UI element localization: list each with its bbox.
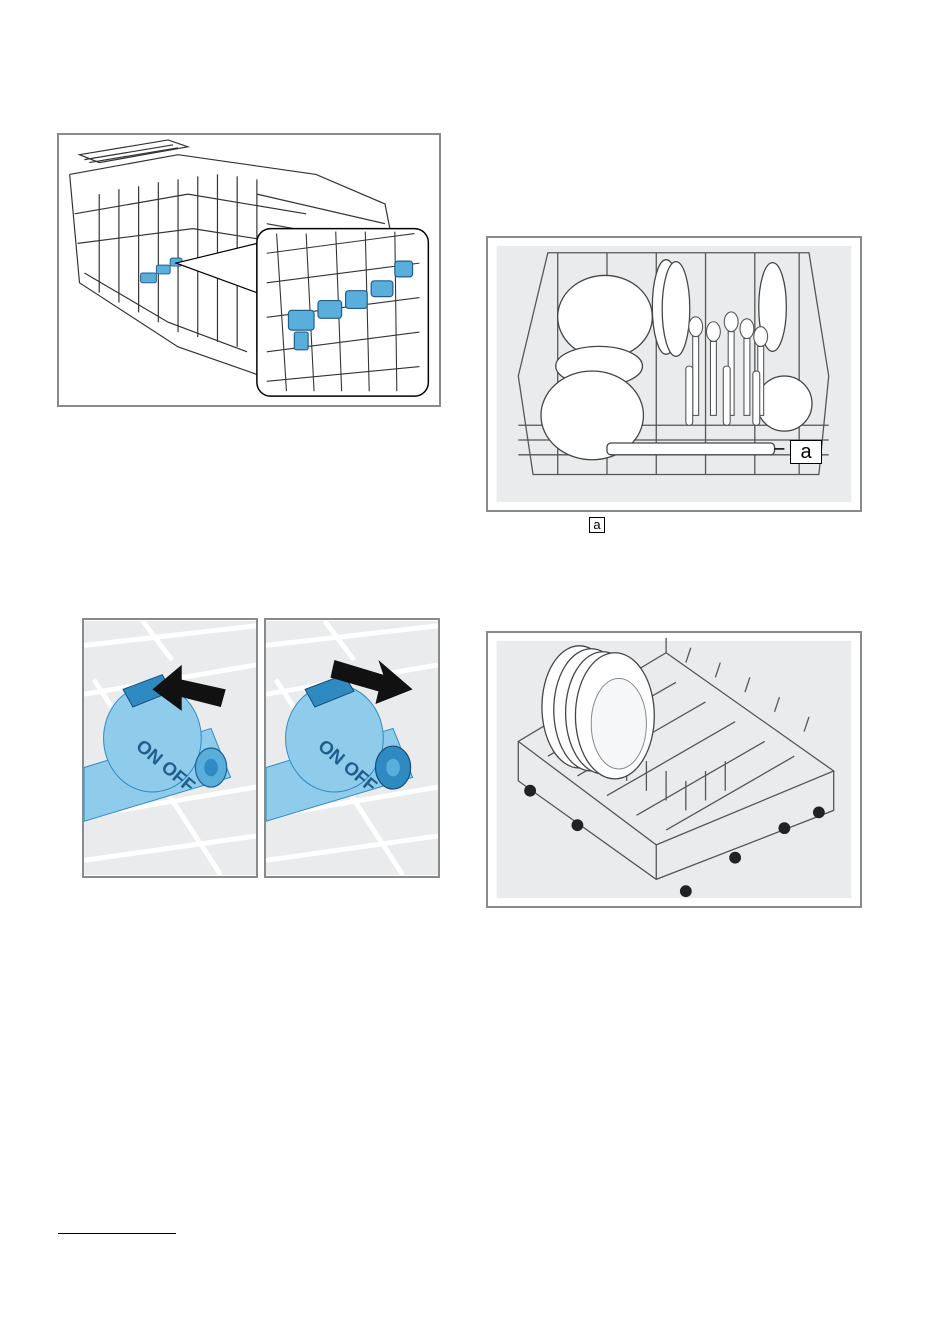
upper-rack-rails-illustration-icon bbox=[59, 135, 439, 405]
rotary-switch-on-illustration-icon: ON OFF bbox=[84, 620, 256, 876]
legend-callout-a: a bbox=[589, 517, 605, 533]
footnote-rule bbox=[58, 1233, 176, 1234]
figure-lower-basket bbox=[486, 631, 862, 908]
figure-rack-rails bbox=[57, 133, 441, 407]
lower-basket-plates-illustration-icon bbox=[488, 633, 860, 906]
figure-switch-off: ON OFF bbox=[264, 618, 440, 878]
rotary-switch-off-illustration-icon: ON OFF bbox=[266, 620, 438, 876]
figure-upper-basket: a bbox=[486, 236, 862, 512]
upper-basket-callout-a: a bbox=[790, 440, 822, 464]
upper-basket-loaded-illustration-icon bbox=[488, 238, 860, 510]
figure-switch-on: ON OFF bbox=[82, 618, 258, 878]
